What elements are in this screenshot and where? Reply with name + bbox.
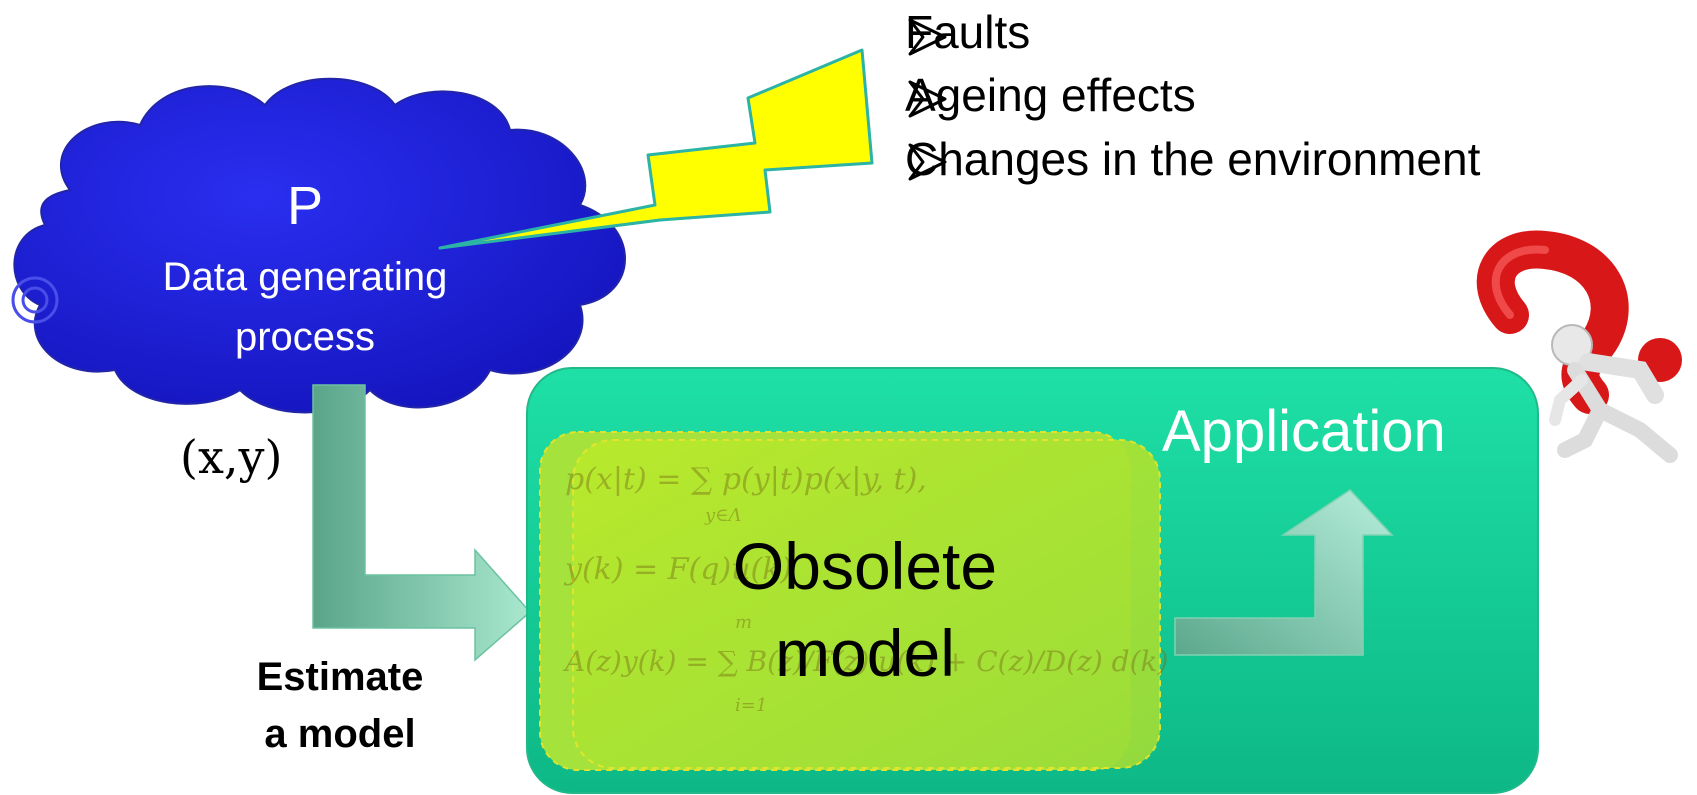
formula-bayes-subscript: y∈Λ xyxy=(705,505,742,526)
model-box-front xyxy=(572,439,1161,769)
formula-sum-superscript: m xyxy=(735,612,753,633)
data-pair-label: (x,y) xyxy=(180,430,283,484)
application-label: Application xyxy=(1162,399,1446,464)
obsolete-label-line-1: Obsolete xyxy=(732,529,998,603)
cloud-title: P xyxy=(286,176,324,236)
bullet-item-environment: Changes in the environment xyxy=(905,133,1481,185)
bullet-arrow-icon xyxy=(908,143,947,181)
bullet-item-ageing: Ageing effects xyxy=(905,69,1196,121)
bullet-arrow-icon xyxy=(908,80,947,118)
formula-sum-subscript: i=1 xyxy=(735,695,768,716)
application-arrow xyxy=(1174,489,1394,656)
lightning-bolt-icon xyxy=(438,48,874,250)
estimate-arrow xyxy=(312,384,532,662)
bullet-arrow-icon xyxy=(908,18,947,56)
formula-model: A(z)y(k) = ∑ B(z)/F(z) u(k) + C(z)/D(z) … xyxy=(565,645,1169,678)
cloud-line-1: Data generating xyxy=(162,255,448,299)
bullet-item-faults: Faults xyxy=(905,6,1031,58)
estimate-label-line-1: Estimate xyxy=(256,655,424,699)
question-figure-icon xyxy=(1476,230,1682,463)
formula-transfer: y(k) = F(q)u(k) xyxy=(565,552,793,587)
cloud-line-2: process xyxy=(234,315,376,359)
cloud-shape xyxy=(11,77,626,414)
formula-bayes: p(x|t) = ∑ p(y|t)p(x|y, t), xyxy=(565,462,927,497)
obsolete-label-line-2: model xyxy=(775,616,955,690)
estimate-label-line-2: a model xyxy=(264,712,416,756)
